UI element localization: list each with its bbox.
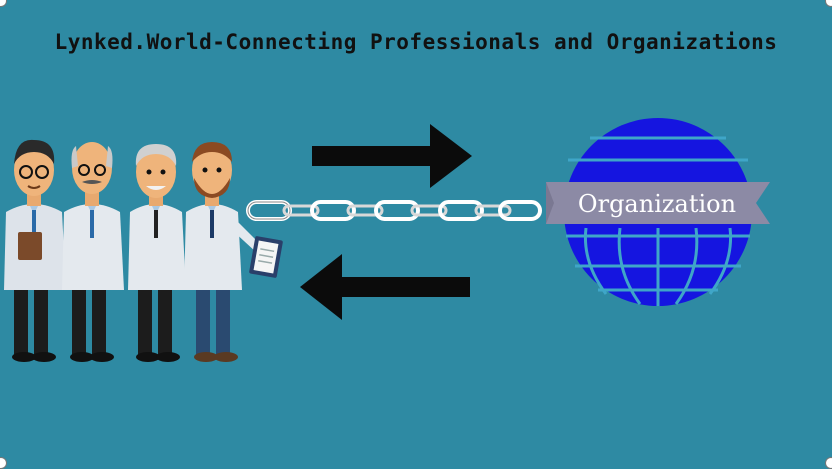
organization-label: Organization bbox=[578, 190, 736, 218]
professional-figure bbox=[184, 142, 262, 362]
clipboard-icon bbox=[249, 236, 283, 278]
professional-group-icon bbox=[4, 139, 283, 362]
corner-handle-top-right[interactable] bbox=[825, 0, 832, 7]
banner-title: Lynked.World-Connecting Professionals an… bbox=[54, 30, 778, 54]
professional-figure bbox=[4, 139, 66, 362]
arrow-right-icon bbox=[312, 124, 472, 188]
arrow-left-icon bbox=[300, 254, 470, 320]
professional-figure bbox=[128, 144, 186, 362]
chain-link-icon bbox=[246, 200, 542, 221]
professional-figure bbox=[62, 142, 124, 362]
ribbon-banner-icon bbox=[546, 182, 770, 224]
